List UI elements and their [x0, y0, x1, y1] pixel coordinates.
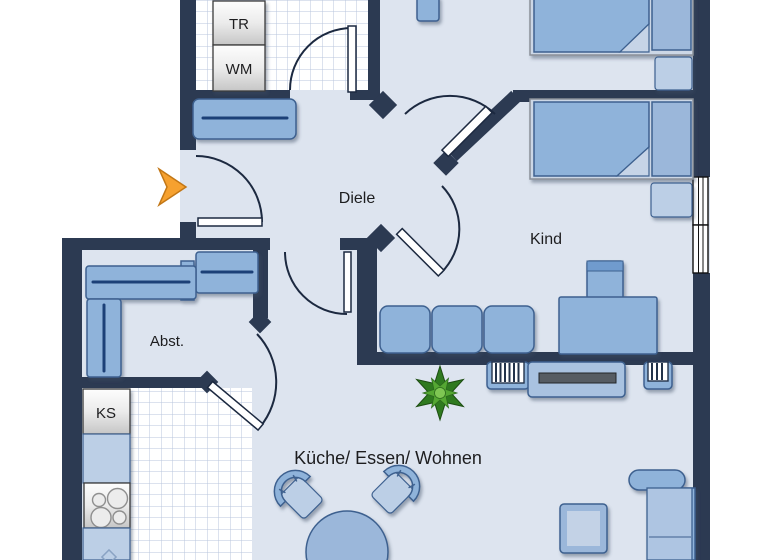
sofa-seat — [646, 487, 693, 560]
burner — [91, 492, 107, 508]
burner — [106, 487, 129, 510]
desk-kind — [558, 296, 658, 355]
sofa-cushion — [483, 305, 535, 354]
door-arc-abst — [256, 333, 278, 428]
kitchen-sink-hint — [100, 548, 118, 560]
chair-back-tick — [278, 488, 286, 494]
chair-seat — [280, 476, 323, 519]
door-leaf-utility — [347, 25, 357, 93]
window-pane-lower — [692, 224, 709, 274]
room-label-kind: Kind — [530, 231, 562, 248]
furniture — [82, 0, 696, 560]
plant-icon — [415, 364, 465, 422]
chair-back-tick — [408, 483, 416, 489]
wall-abst-bottom — [62, 377, 204, 388]
wall-utility-right — [368, 0, 380, 98]
wall-outer-right-top — [693, 0, 710, 177]
appliance-label-ks: KS — [96, 405, 116, 422]
door-leaf-entrance — [197, 217, 263, 227]
doors — [195, 25, 496, 432]
wall-kind-left — [357, 238, 377, 360]
sofa-cushion — [431, 305, 483, 354]
door-leaf-kueche — [343, 251, 352, 313]
chair-back-tick — [396, 469, 402, 477]
chair-back-tick — [292, 474, 298, 482]
sofa-armrest — [628, 469, 686, 491]
wall-kueche-door-jamb — [340, 238, 357, 250]
coffee-table-top — [567, 511, 600, 546]
kitchen-counter-1 — [82, 433, 131, 484]
window — [692, 176, 709, 274]
nightstand-bedroom — [654, 56, 693, 91]
door-leaf-bedroom — [440, 105, 494, 158]
sofa-cushion — [379, 305, 431, 354]
room-label-abst: Abst. — [150, 333, 184, 350]
burner — [90, 506, 112, 529]
wall-outer-left — [62, 250, 82, 560]
labels: TR WM Diele Kind Abst. KS Küche/ Essen/ … — [96, 16, 562, 468]
tv-screen — [538, 372, 617, 384]
wall-diagonal-bedroom — [447, 90, 521, 162]
nightstand-kind — [650, 182, 693, 218]
dining-chair-left — [273, 469, 323, 519]
stove-burners — [90, 487, 129, 529]
chair-back — [273, 469, 312, 508]
bed-fold-bedroom — [618, 22, 650, 53]
appliance-label-tr: TR — [229, 16, 249, 33]
wall-post-diagonal — [433, 150, 459, 176]
bed-pillow-kind — [651, 101, 692, 177]
door-arc-entrance — [195, 155, 263, 223]
dining-table — [305, 510, 389, 560]
chair-seat — [371, 471, 414, 514]
bed-pillow-bedroom — [651, 0, 692, 51]
wall-utility-bottom — [180, 90, 290, 100]
chair-back — [382, 464, 421, 503]
bed-fold-kind — [615, 145, 650, 177]
entrance-arrow-icon — [157, 166, 188, 208]
door-arc-kueche — [284, 251, 348, 315]
wall-abst-top — [62, 238, 270, 250]
kitchen-counter-2 — [82, 527, 131, 560]
wall-utility-bottom-right — [350, 90, 380, 100]
kitchen-tile-floor — [128, 388, 252, 560]
washing-machine-box — [212, 44, 266, 92]
desk-chair-back-kind — [586, 260, 624, 272]
room-label-kueche-essen-wohnen: Küche/ Essen/ Wohnen — [294, 448, 482, 468]
door-arc-utility — [289, 27, 353, 91]
radiator-left-fins — [495, 363, 520, 382]
door-leaf-abst — [206, 380, 265, 432]
wall-outer-right-bottom — [693, 273, 710, 560]
door-leaf-kind — [395, 227, 446, 278]
dryer-box — [212, 0, 266, 46]
wall-left-below-entrance — [180, 222, 196, 242]
burner — [112, 510, 127, 525]
dining-chair-right — [371, 464, 421, 514]
door-arc-kind — [440, 185, 461, 274]
plant-center — [434, 387, 446, 399]
appliance-label-wm: WM — [226, 61, 253, 78]
wall-left-top — [180, 0, 196, 150]
room-label-diele: Diele — [339, 190, 376, 207]
window-pane-upper — [692, 176, 709, 226]
radiator-right-fins — [651, 363, 663, 380]
bedroom-small-furniture — [416, 0, 440, 22]
